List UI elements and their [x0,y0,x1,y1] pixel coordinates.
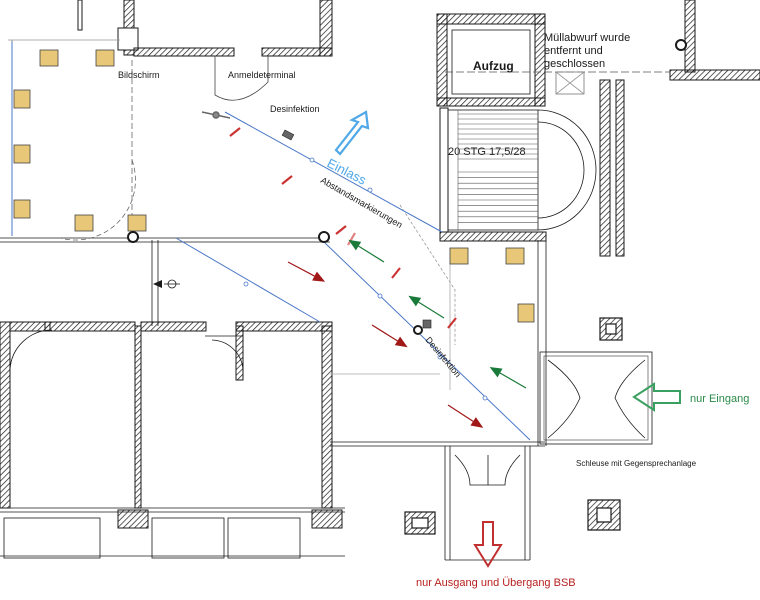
distance-markers [229,127,457,329]
exit-door [454,454,521,486]
label-stairs: 20 STG 17,5/28 [448,146,526,158]
thin-lines [0,29,670,561]
columns [127,39,687,335]
walls [0,0,760,529]
label-anmeldeterminal: Anmeldeterminal [228,70,296,80]
arrow-up-right-outline-icon [334,110,370,156]
label-schleuse: Schleuse mit Gegensprechanlage [576,459,697,468]
label-aufzug: Aufzug [473,59,514,73]
arrow-down-outline-icon [473,521,503,568]
guide-lines [11,42,531,441]
entry-arrows [348,239,527,389]
label-muell-2: entfernt und [544,45,603,57]
guide-line-nodes [243,157,488,401]
disinfection-stations [281,129,432,329]
label-nur-ausgang: nur Ausgang und Übergang BSB [416,577,576,589]
exit-arrows [287,261,484,428]
label-desinfektion-top: Desinfektion [270,104,320,114]
ceiling-fan [201,111,231,119]
label-muell-3: geschlossen [544,58,605,70]
chairs [13,49,535,323]
vestibule-doors [547,359,646,439]
bollards [404,317,623,535]
label-bildschirm: Bildschirm [118,70,160,80]
label-muell-1: Müllabwurf wurde [544,32,630,44]
label-nur-eingang: nur Eingang [690,393,749,405]
label-desinfektion-mid: Desinfektion [423,335,462,379]
entrance-marker [153,279,180,289]
arrow-left-outline-icon [632,382,681,412]
stair-steps [457,110,538,230]
